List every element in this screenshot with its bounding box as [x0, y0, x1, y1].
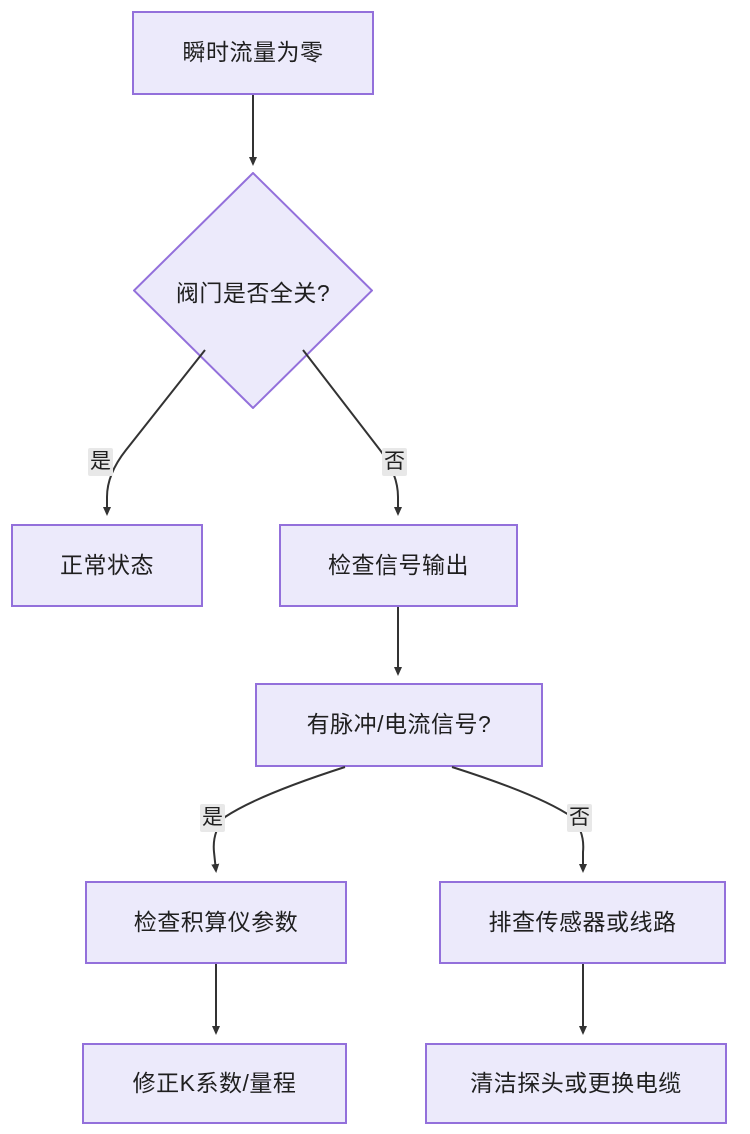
edge-label-yes-signal: 是 — [200, 804, 225, 832]
node-label: 清洁探头或更换电缆 — [470, 1069, 682, 1096]
node-label: 正常状态 — [60, 551, 154, 578]
diamond-shape — [133, 172, 373, 409]
node-label: 有脉冲/电流信号? — [306, 711, 492, 738]
node-label: 检查积算仪参数 — [133, 908, 299, 935]
node-valve-fully-closed[interactable]: 阀门是否全关? — [133, 172, 373, 409]
node-has-pulse-or-current-signal[interactable]: 有脉冲/电流信号? — [255, 683, 543, 767]
edge-label-no-signal: 否 — [567, 804, 592, 832]
edge-label-yes-valve: 是 — [88, 448, 113, 476]
node-label: 排查传感器或线路 — [488, 908, 677, 935]
node-label: 瞬时流量为零 — [182, 39, 324, 66]
node-check-totalizer-parameters[interactable]: 检查积算仪参数 — [85, 881, 347, 964]
node-correct-k-factor-or-range[interactable]: 修正K系数/量程 — [82, 1043, 347, 1124]
node-clean-probe-or-replace-cable[interactable]: 清洁探头或更换电缆 — [425, 1043, 727, 1124]
edge-label-no-valve: 否 — [382, 448, 407, 476]
node-check-signal-output[interactable]: 检查信号输出 — [279, 524, 518, 607]
node-label: 检查信号输出 — [328, 551, 469, 578]
node-label: 修正K系数/量程 — [132, 1069, 297, 1096]
node-label: 阀门是否全关? — [175, 279, 331, 306]
node-instant-flow-zero[interactable]: 瞬时流量为零 — [132, 11, 374, 95]
node-inspect-sensor-or-wiring[interactable]: 排查传感器或线路 — [439, 881, 726, 964]
node-normal-status[interactable]: 正常状态 — [11, 524, 203, 607]
edge-n5-n6 — [211, 766, 346, 873]
edge-n5-n7 — [451, 766, 587, 873]
